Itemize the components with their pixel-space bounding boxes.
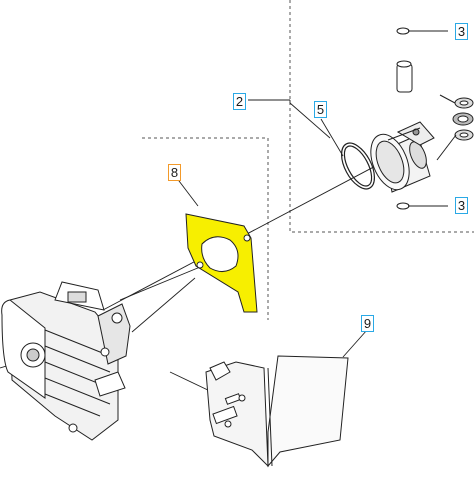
cylinder-gasket-shape bbox=[185, 213, 258, 313]
heat-shield-shape bbox=[205, 355, 349, 468]
piston-ring-shape bbox=[340, 142, 376, 190]
bearing-parts bbox=[436, 94, 474, 161]
circlip-top-shape bbox=[396, 27, 410, 35]
piston-pin-shape bbox=[396, 60, 413, 93]
callout-3-bottom[interactable]: 3 bbox=[455, 197, 468, 214]
callout-8[interactable]: 8 bbox=[168, 164, 181, 181]
callout-3-top[interactable]: 3 bbox=[455, 23, 468, 40]
leader-lines bbox=[175, 30, 448, 358]
circlip-bottom-shape bbox=[396, 202, 410, 210]
callout-2[interactable]: 2 bbox=[233, 93, 246, 110]
piston-group-box bbox=[289, 0, 474, 233]
callout-9[interactable]: 9 bbox=[361, 315, 374, 332]
group-boxes bbox=[142, 0, 474, 320]
piston-shape bbox=[370, 121, 435, 193]
cylinder-block-shape bbox=[1, 281, 131, 441]
callout-5[interactable]: 5 bbox=[314, 101, 327, 118]
gasket-group-box bbox=[142, 137, 269, 320]
